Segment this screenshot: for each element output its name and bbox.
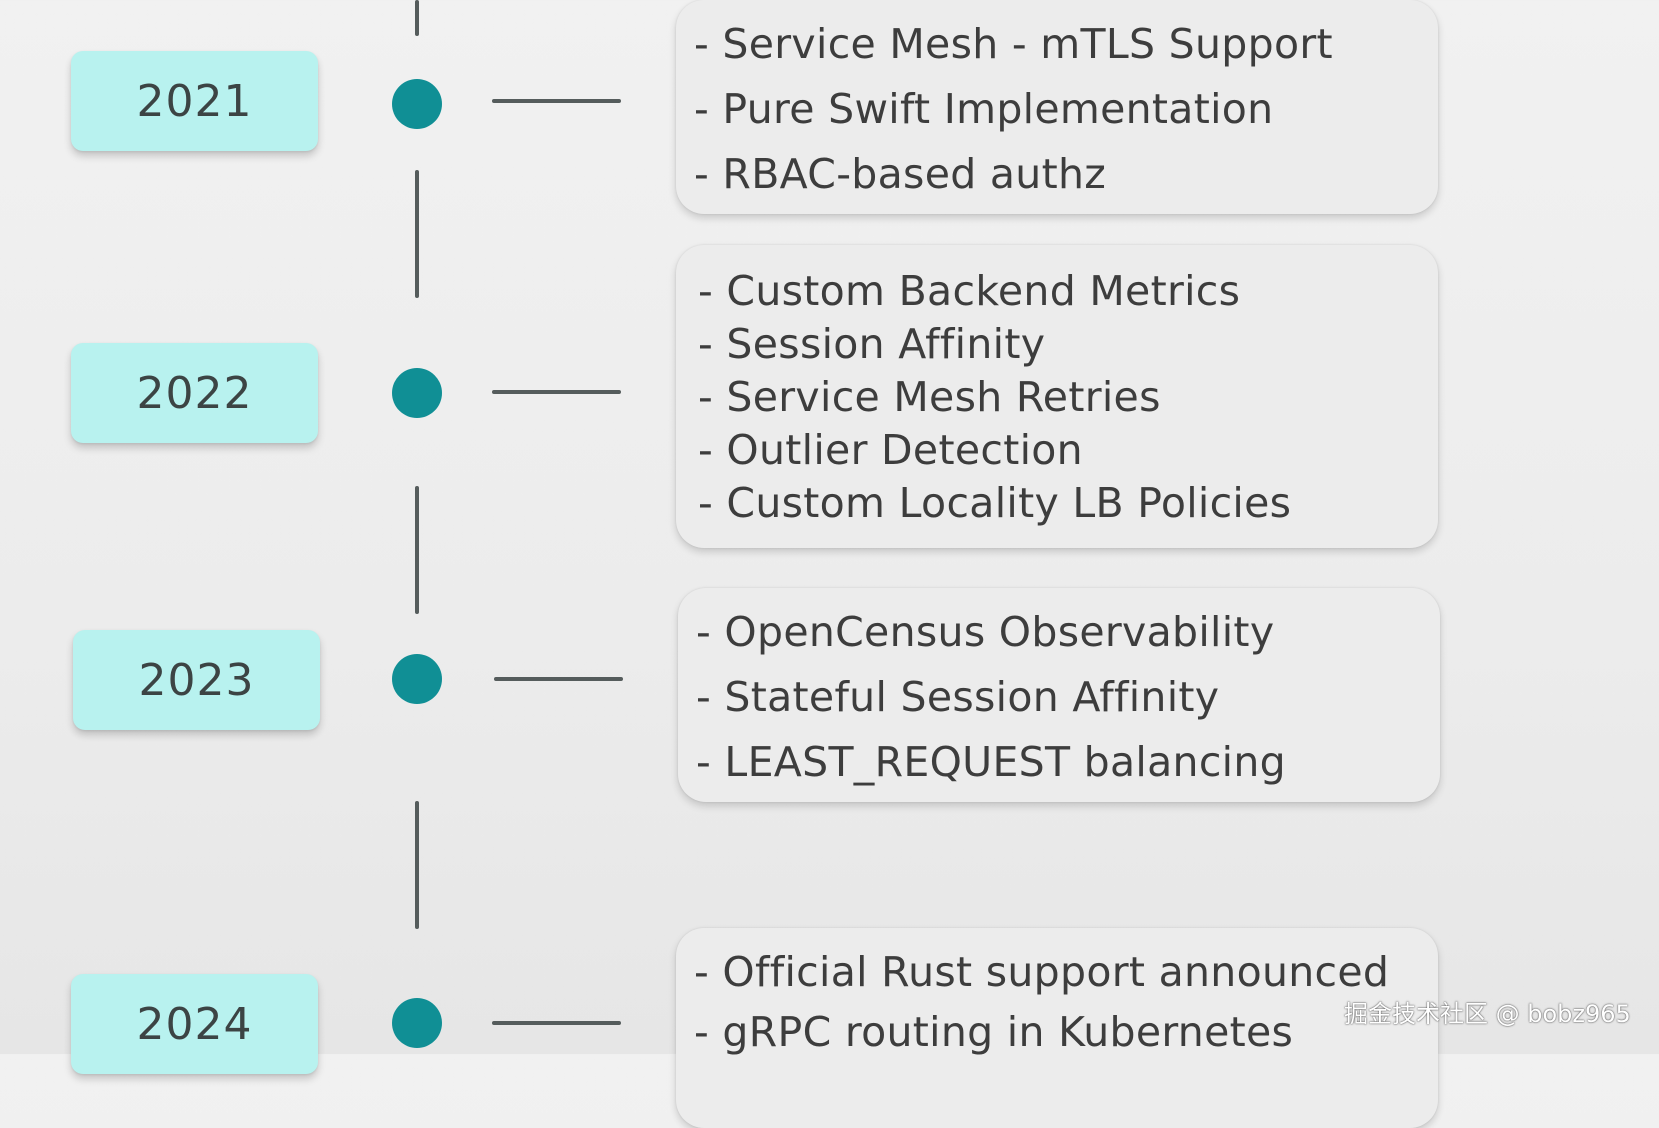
timeline-connector [492,99,621,103]
timeline-dot [392,368,442,418]
milestone-item: - Stateful Session Affinity [696,673,1220,721]
milestone-item: - gRPC routing in Kubernetes [694,1008,1294,1056]
timeline-dot [392,79,442,129]
timeline-segment [415,0,419,36]
timeline-dot [392,654,442,704]
watermark: 掘金技术社区 @ bobz965 [1344,1000,1631,1028]
milestone-item: - LEAST_REQUEST balancing [696,738,1286,786]
milestone-item: - Pure Swift Implementation [694,85,1274,133]
milestone-card-2024: - Official Rust support announced - gRPC… [676,928,1438,1128]
year-label-2021: 2021 [71,51,318,151]
milestone-item: - Official Rust support announced [694,948,1390,996]
milestone-item: - Service Mesh - mTLS Support [694,20,1333,68]
year-label-2022: 2022 [71,343,318,443]
milestone-item: - Outlier Detection [698,426,1083,474]
year-label-2024: 2024 [71,974,318,1074]
year-label-2023: 2023 [73,630,320,730]
milestone-item: - Session Affinity [698,320,1046,368]
milestone-card-2023: - OpenCensus Observability - Stateful Se… [678,588,1440,802]
timeline-segment [415,486,419,614]
milestone-card-2022: - Custom Backend Metrics - Session Affin… [676,245,1438,548]
timeline-segment [415,170,419,298]
timeline-dot [392,998,442,1048]
milestone-item: - Custom Backend Metrics [698,267,1241,315]
milestone-item: - OpenCensus Observability [696,608,1275,656]
milestone-item: - Service Mesh Retries [698,373,1161,421]
milestone-item: - Custom Locality LB Policies [698,479,1292,527]
timeline-segment [415,801,419,929]
timeline-connector [492,1021,621,1025]
timeline-connector [492,390,621,394]
milestone-card-2021: - Service Mesh - mTLS Support - Pure Swi… [676,0,1438,214]
timeline-connector [494,677,623,681]
milestone-item: - RBAC-based authz [694,150,1107,198]
